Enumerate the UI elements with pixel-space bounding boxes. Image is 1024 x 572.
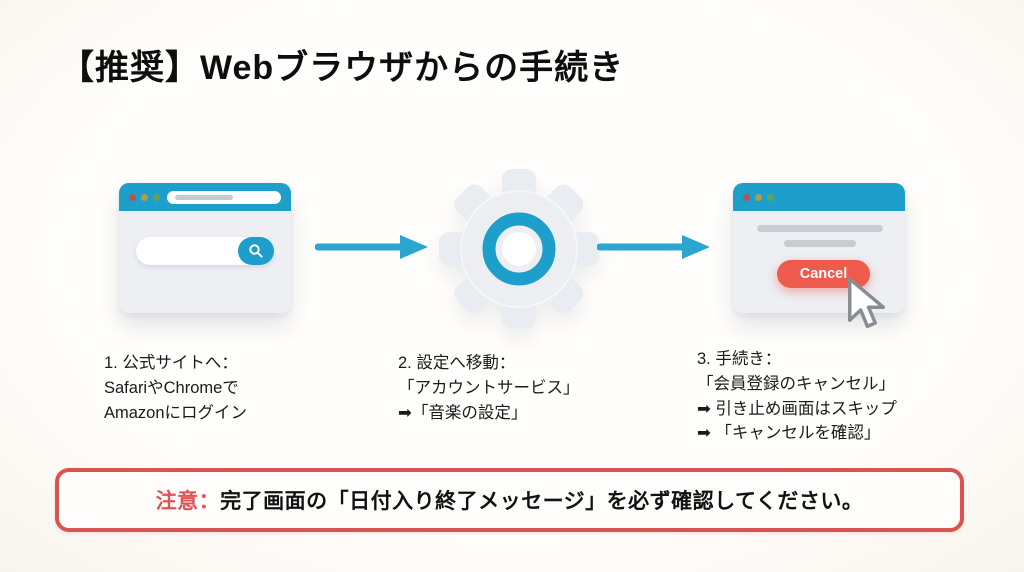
green-dot-icon xyxy=(767,194,774,201)
step-2-line-3: ➡「音楽の設定」 xyxy=(398,403,528,422)
red-dot-icon xyxy=(743,194,750,201)
step-2-line-1: 2. 設定へ移動： xyxy=(398,354,516,372)
browser-titlebar xyxy=(733,183,905,211)
step-3-line-4: ➡ 「キャンセルを確認」 xyxy=(697,424,881,443)
window-control-dots-icon xyxy=(743,194,774,201)
warning-text: 完了画面の「日付入り終了メッセージ」を必ず確認してください。 xyxy=(220,490,864,513)
step-3-caption: 3. 手続き： 「会員登録のキャンセル」 ➡ 引き止め画面はスキップ ➡ 「キャ… xyxy=(697,347,897,446)
placeholder-text-line xyxy=(757,225,883,232)
settings-gear-icon xyxy=(439,169,599,329)
step-1-line-2: SafariやChromeで xyxy=(104,378,239,397)
browser-cancel-window-icon: Cancel xyxy=(733,183,905,313)
search-icon xyxy=(249,244,263,258)
step-1-caption: 1. 公式サイトへ： SafariやChromeで Amazonにログイン xyxy=(104,351,247,425)
search-button xyxy=(238,237,274,265)
browser-titlebar xyxy=(119,183,291,211)
warning-box: 注意：完了画面の「日付入り終了メッセージ」を必ず確認してください。 xyxy=(55,468,964,532)
step-1-line-3: Amazonにログイン xyxy=(104,403,248,422)
yellow-dot-icon xyxy=(755,194,762,201)
yellow-dot-icon xyxy=(141,194,148,201)
search-bar xyxy=(136,237,274,265)
step-1-line-1: 1. 公式サイトへ： xyxy=(104,354,238,372)
window-control-dots-icon xyxy=(129,194,160,201)
flow-arrow-1-icon xyxy=(315,235,428,259)
step-3-line-2: 「会員登録のキャンセル」 xyxy=(697,374,895,393)
browser-search-window-icon xyxy=(119,183,291,313)
slide-title: 【推奨】Webブラウザからの手続き xyxy=(60,49,625,87)
step-2-line-2: 「アカウントサービス」 xyxy=(398,378,580,397)
green-dot-icon xyxy=(153,194,160,201)
address-bar xyxy=(167,191,281,204)
mouse-cursor-icon xyxy=(848,277,886,329)
warning-label: 注意： xyxy=(155,490,221,513)
step-3-line-1: 3. 手続き： xyxy=(697,350,782,368)
address-bar-text-line xyxy=(175,195,233,200)
step-2-caption: 2. 設定へ移動： 「アカウントサービス」 ➡「音楽の設定」 xyxy=(398,351,580,425)
placeholder-text-line xyxy=(784,240,856,247)
red-dot-icon xyxy=(129,194,136,201)
step-3-line-3: ➡ 引き止め画面はスキップ xyxy=(697,399,897,418)
flow-arrow-2-icon xyxy=(597,235,710,259)
